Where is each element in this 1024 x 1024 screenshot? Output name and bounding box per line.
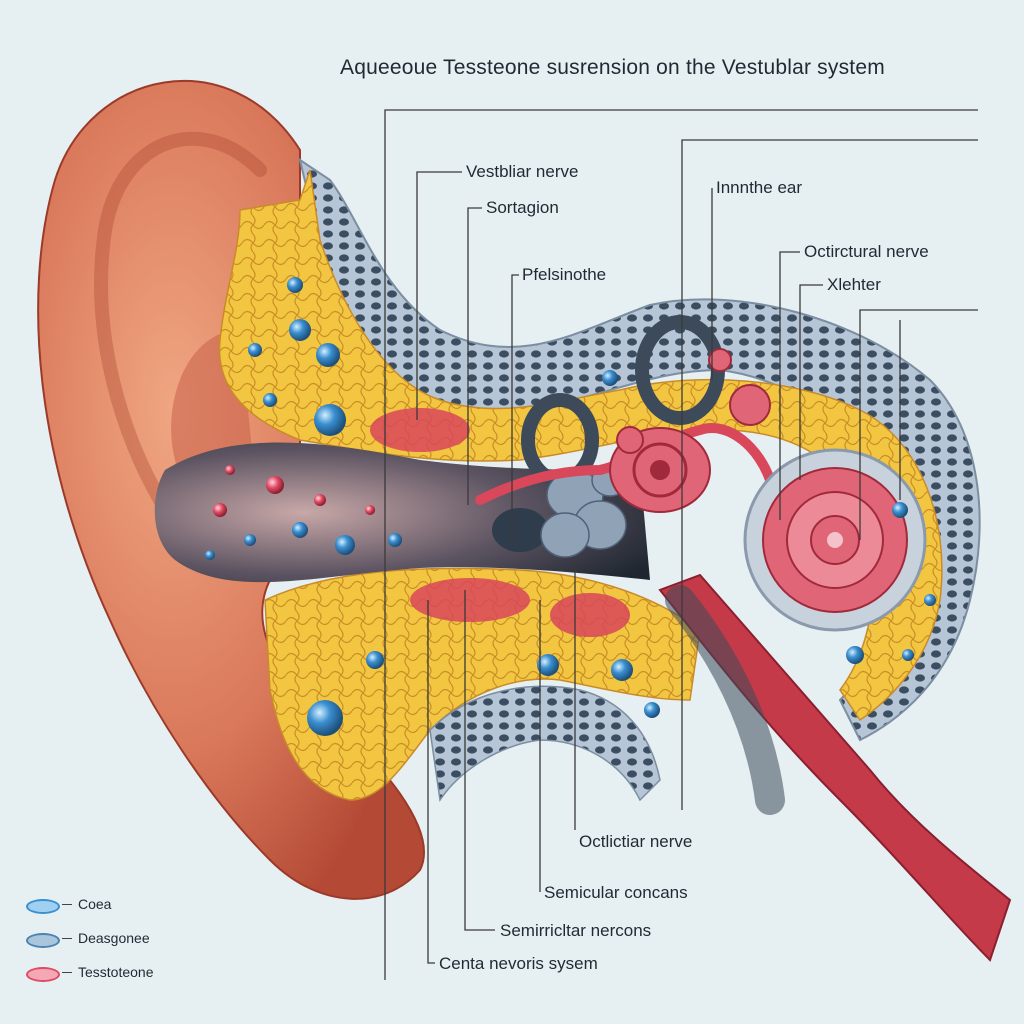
legend-tick [62,904,72,905]
lower-tissue-band [429,685,661,803]
label-centa-nevoris-sysem: Centa nevoris sysem [439,954,598,973]
label-pfelsinothe: Pfelsinothe [522,265,607,284]
nerve-sheath [665,585,785,815]
label-vestibular-nerve: Vestbliar nerve [466,162,579,181]
label-innthe-ear: Innnthe ear [716,178,803,197]
upper-tissue-band [298,157,981,742]
legend-tick [62,938,72,939]
nerve-mass [475,348,775,513]
legend-swatch-blue [26,899,60,914]
diagram-title: Aqueeoue Tessteone susrension on the Ves… [340,56,885,79]
particles [205,277,936,736]
legend-label: Coea [78,896,112,912]
leader-lines [384,109,978,980]
legend-swatch-steel [26,933,60,948]
cochlea [743,448,927,632]
canal-shadow [492,508,548,552]
label-octircular-nerve: Octirctural nerve [804,242,929,261]
label-octlictiar-nerve: Octlictiar nerve [579,832,693,851]
legend-tick [62,972,72,973]
ear-helix-fold [94,131,267,507]
label-xlehter: Xlehter [827,275,881,294]
legend-label: Tesstoteone [78,964,154,980]
label-sortagion: Sortagion [486,198,559,217]
label-semirichtar-nercons: Semirricltar nercons [500,921,652,940]
legend-label: Deasgonee [78,930,150,946]
label-semicular-concans: Semicular concans [544,883,688,902]
legend-swatch-pink [26,967,60,982]
red-tissue-clusters [370,408,630,637]
